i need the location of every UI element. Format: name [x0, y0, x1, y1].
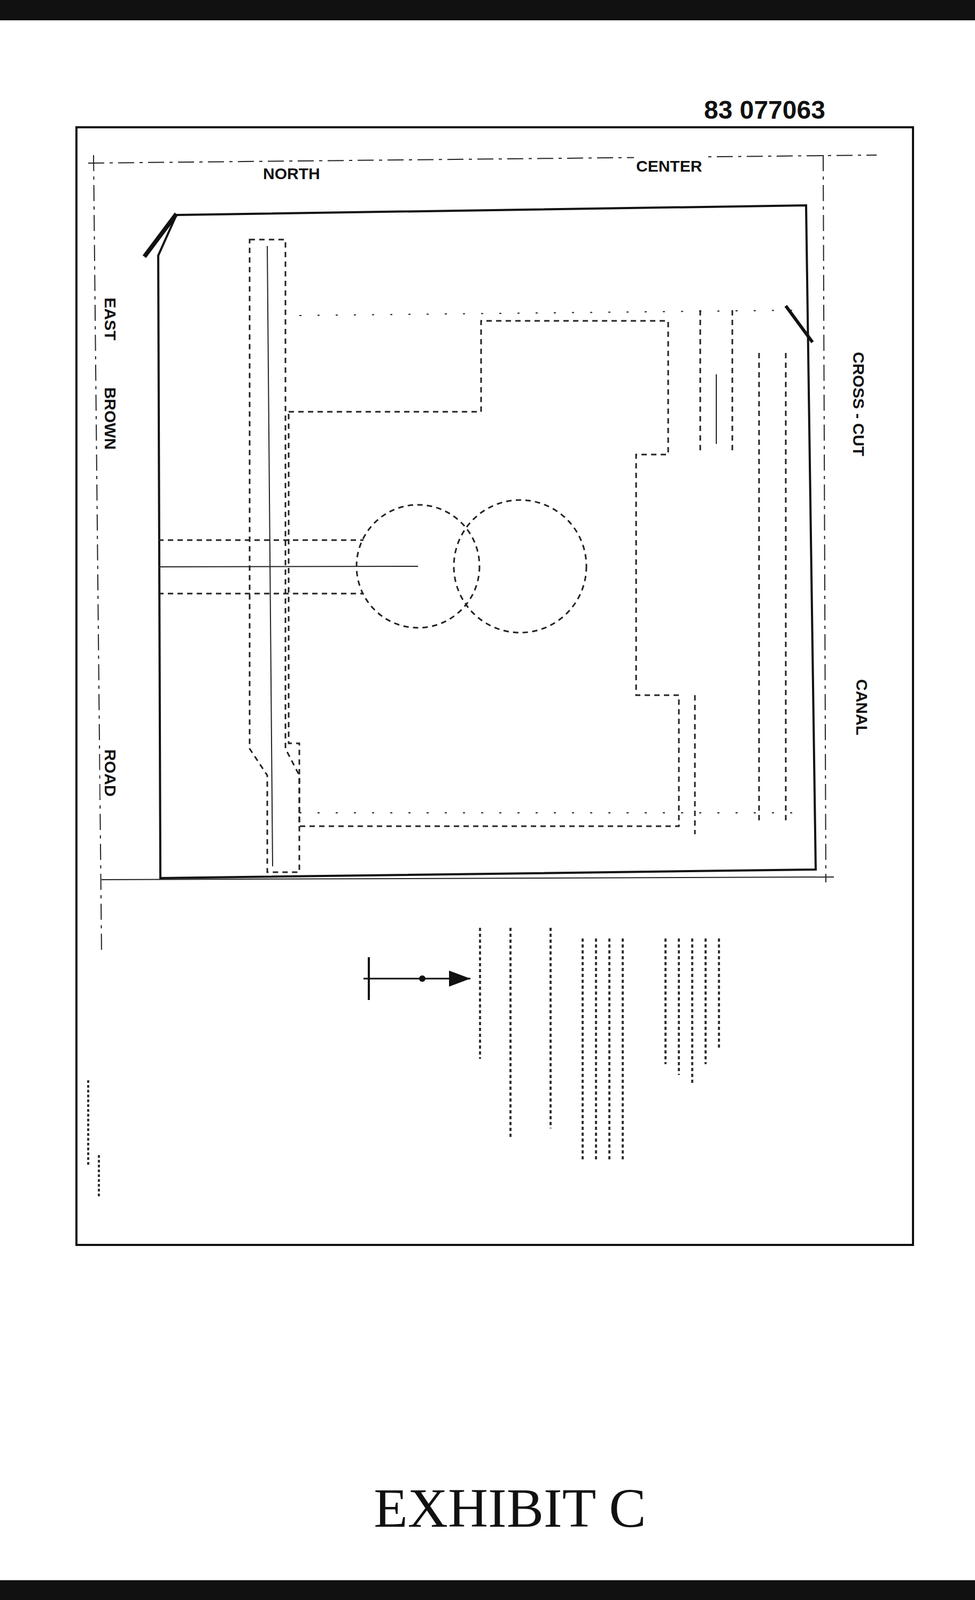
canal-name: CANAL: [852, 676, 872, 738]
street-name: EAST: [99, 295, 120, 343]
street-name: BROWN: [100, 384, 121, 452]
exhibit-caption: EXHIBIT C: [373, 1476, 646, 1538]
sheet-frame: [76, 127, 913, 1245]
street-name: ROAD: [100, 746, 121, 799]
scan-band: [0, 1579, 975, 1600]
document-number: 83 077063: [701, 95, 828, 126]
street-name: CENTER: [633, 156, 704, 176]
canal-name: CROSS - CUT: [848, 349, 869, 459]
scan-band: [0, 0, 975, 21]
street-name: NORTH: [260, 163, 323, 184]
